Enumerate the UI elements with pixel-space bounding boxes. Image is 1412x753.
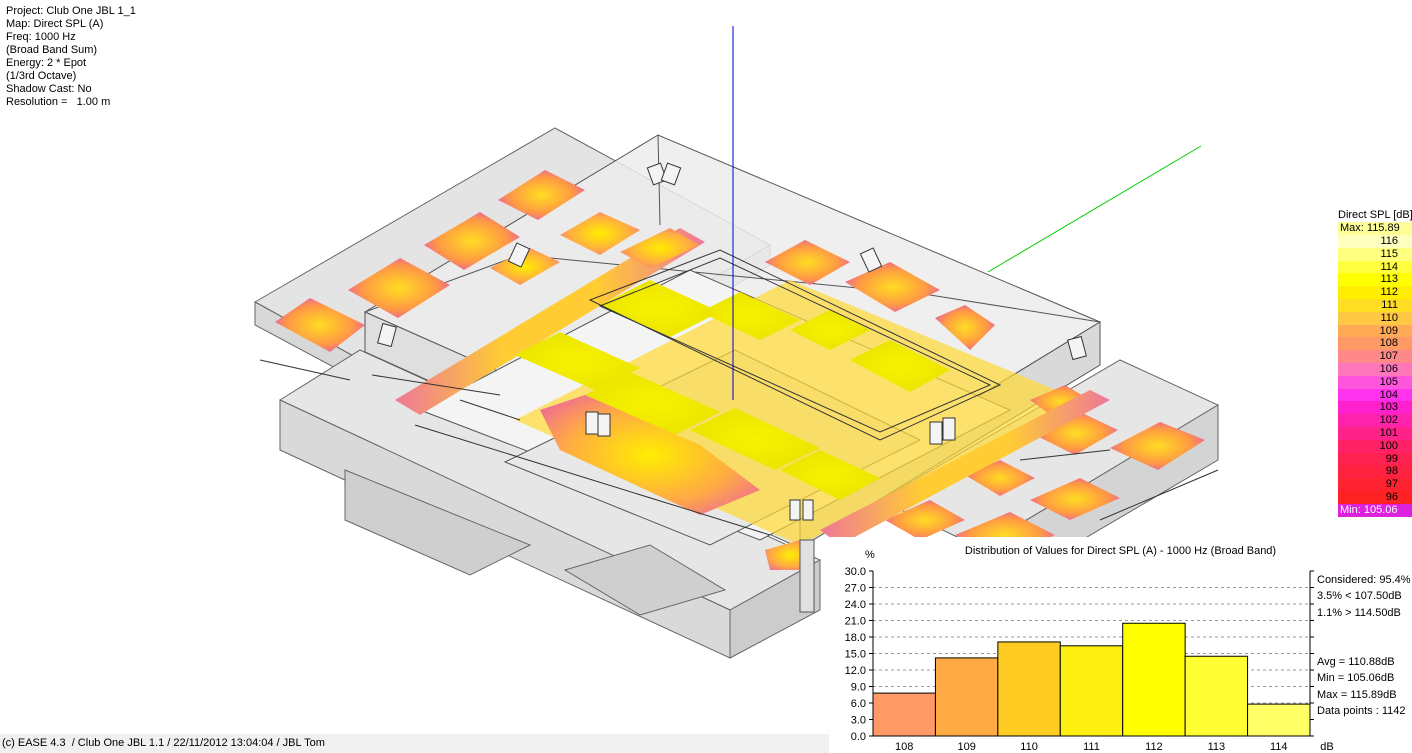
y-tick-label: 30.0 <box>845 566 866 578</box>
speaker-icon <box>377 322 397 348</box>
speaker-icon <box>789 499 801 521</box>
legend-title: Direct SPL [dB] <box>1338 209 1412 221</box>
legend-row: 98 <box>1338 465 1412 479</box>
stat-line: Max = 115.89dB <box>1317 688 1397 701</box>
info-resolution: Resolution = 1.00 m <box>6 96 111 108</box>
stat-line: Considered: 95.4% <box>1317 574 1411 586</box>
legend-row: 110 <box>1338 311 1412 325</box>
x-tick-label: 108 <box>895 741 913 753</box>
stat-line <box>1317 638 1411 654</box>
speaker-icon <box>859 247 883 273</box>
speaker-icon <box>597 413 611 437</box>
axis-y <box>987 145 1202 273</box>
speaker-icon <box>660 162 682 186</box>
x-tick-label: 114 <box>1270 741 1288 753</box>
status-bar: (c) EASE 4.3 / Club One JBL 1.1 / 22/11/… <box>0 734 829 753</box>
legend-row: 99 <box>1338 452 1412 466</box>
info-octave: (1/3rd Octave) <box>6 70 77 82</box>
stat-line: Min = 105.06dB <box>1317 672 1395 685</box>
y-unit-label: % <box>865 549 875 561</box>
info-freq: Freq: 1000 Hz <box>6 31 76 43</box>
histogram-chart: 0.0 3.0 6.0 9.0 12.0 15.0 18.0 21.0 24.0 27.0 30.0… <box>845 566 1334 753</box>
histogram-bar <box>872 692 936 737</box>
stage-details <box>259 249 1219 536</box>
y-tick-label: 24.0 <box>845 599 866 611</box>
support-column <box>799 539 815 613</box>
speaker-icon <box>942 417 956 441</box>
x-tick-label: 110 <box>1020 741 1038 753</box>
legend-row: 104 <box>1338 388 1412 402</box>
x-tick-label: 113 <box>1208 741 1226 753</box>
stat-line: 1.1% > 114.50dB <box>1317 606 1401 619</box>
y-tick-label: 27.0 <box>845 583 866 595</box>
legend-row: 109 <box>1338 324 1412 338</box>
histogram-bar <box>1247 703 1311 737</box>
y-tick-label: 9.0 <box>851 682 866 694</box>
legend-row: 96 <box>1338 490 1412 504</box>
x-unit-label: dB <box>1320 741 1333 753</box>
histogram-bar <box>997 641 1061 737</box>
loudspeaker-icons[interactable] <box>377 162 1087 521</box>
y-tick-label: 6.0 <box>851 698 866 710</box>
legend-row: 112 <box>1338 286 1412 299</box>
legend-row: 105 <box>1338 375 1412 389</box>
y-tick-label: 15.0 <box>845 649 866 661</box>
legend-row: 116 <box>1338 235 1412 248</box>
map-info-panel: Project: Club One JBL 1_1 Map: Direct SP… <box>6 5 136 109</box>
stat-line: 3.5% < 107.50dB <box>1317 590 1402 603</box>
legend-row: 107 <box>1338 350 1412 363</box>
y-tick-label: 21.0 <box>845 616 866 628</box>
info-map: Map: Direct SPL (A) <box>6 18 104 30</box>
legend-row: 103 <box>1338 401 1412 415</box>
legend-row: 106 <box>1338 362 1412 376</box>
speaker-icon <box>585 411 599 435</box>
legend-row: 102 <box>1338 414 1412 427</box>
histogram-bar <box>1122 622 1186 737</box>
distribution-title: Distribution of Values for Direct SPL (A… <box>964 545 1277 557</box>
stat-line: Data points : 1142 <box>1317 705 1406 718</box>
distribution-stats: Considered: 95.4% 3.5% < 107.50dB 1.1% > 1… <box>1317 572 1411 720</box>
speaker-icon <box>802 499 814 521</box>
legend-min: Min: 105.06 <box>1338 503 1412 517</box>
speaker-icon <box>929 421 943 445</box>
stat-line: Avg = 110.88dB <box>1317 655 1395 668</box>
histogram-bar <box>1059 645 1124 737</box>
stat-line <box>1317 621 1411 637</box>
speaker-icon <box>1067 335 1087 361</box>
y-tick-label: 12.0 <box>845 665 866 677</box>
info-project: Project: Club One JBL 1_1 <box>6 5 136 17</box>
x-tick-label: 112 <box>1145 741 1163 753</box>
info-shadow: Shadow Cast: No <box>6 83 92 95</box>
legend-row: 114 <box>1338 260 1412 274</box>
spl-map-surfaces <box>275 170 1205 570</box>
x-tick-label: 111 <box>1083 741 1100 753</box>
legend-max: Max: 115.89 <box>1338 222 1412 235</box>
legend-row: 113 <box>1338 273 1412 287</box>
x-tick-label: 109 <box>957 741 975 753</box>
legend-row: 100 <box>1338 439 1412 453</box>
speaker-icon <box>507 242 531 268</box>
legend-row: 115 <box>1338 247 1412 261</box>
legend-row: 108 <box>1338 337 1412 351</box>
info-band: (Broad Band Sum) <box>6 44 98 56</box>
y-tick-label: 18.0 <box>845 632 866 644</box>
y-tick-label: 0.0 <box>851 731 866 743</box>
y-tick-label: 3.0 <box>851 715 866 727</box>
info-energy: Energy: 2 * Epot <box>6 57 87 69</box>
histogram-bar <box>934 657 999 737</box>
distribution-panel: Distribution of Values for Direct SPL (A… <box>829 537 1412 753</box>
legend-row: 101 <box>1338 426 1412 440</box>
histogram-bar <box>1184 655 1249 737</box>
legend-row: 97 <box>1338 478 1412 491</box>
legend-row: 111 <box>1338 298 1412 312</box>
